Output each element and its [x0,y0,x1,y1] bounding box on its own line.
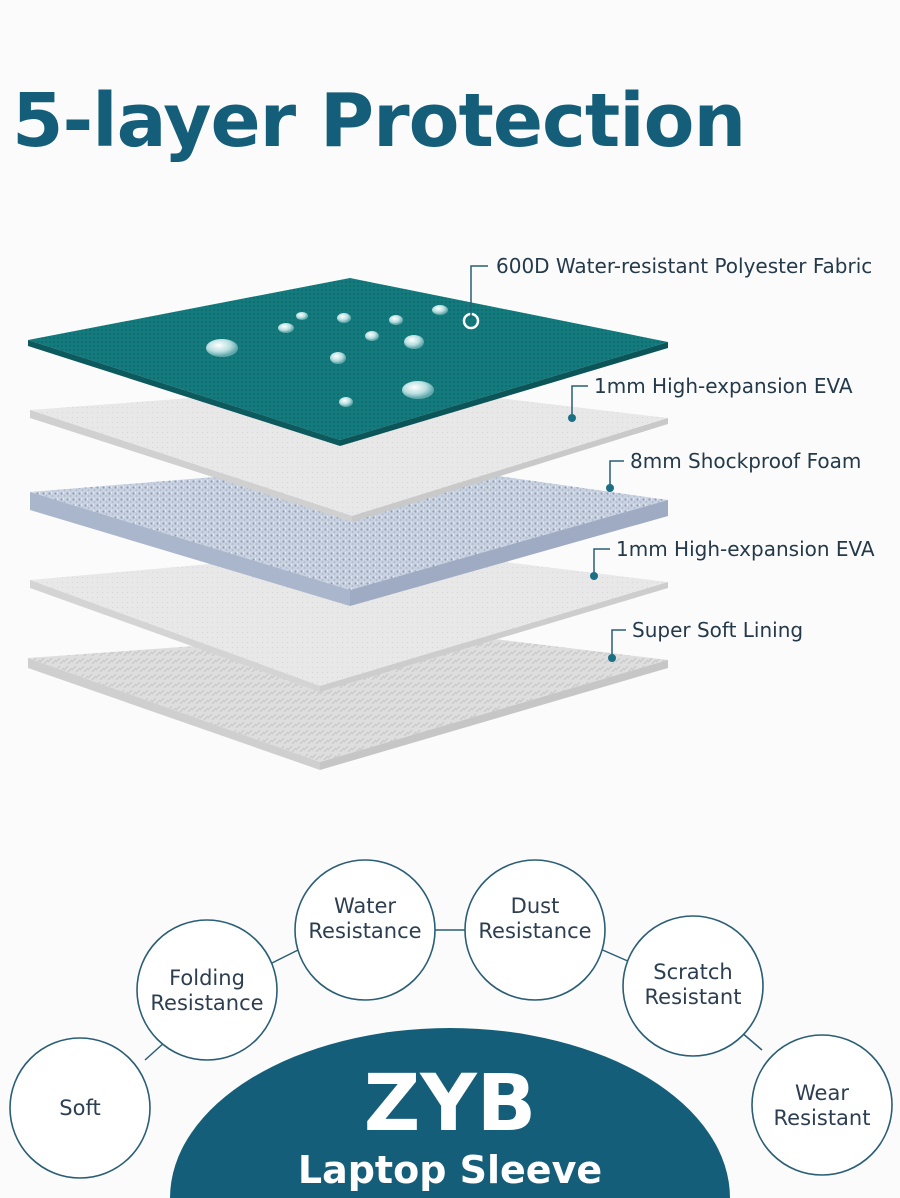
feature-folding-resistance: Folding Resistance [137,966,277,1016]
feature-wear-resistant: Wear Resistant [752,1081,892,1131]
layer-eva-top [30,384,668,522]
callout-lines [470,265,626,658]
brand-name: ZYB [363,1059,537,1149]
feature-soft: Soft [10,1096,150,1121]
page-title: 5-layer Protection [12,78,746,164]
callout-eva-bottom: 1mm High-expansion EVA [616,537,875,561]
layer-fabric [28,278,668,446]
feature-label-line2: Resistant [644,985,742,1009]
feature-label-line1: Soft [59,1096,101,1120]
feature-label-line1: Water [333,894,397,918]
brand-subtitle: Laptop Sleeve [297,1148,603,1192]
feature-label-line2: Resistance [478,919,592,943]
callout-foam: 8mm Shockproof Foam [630,449,862,473]
layer-lining [28,630,668,770]
callout-lining: Super Soft Lining [632,618,804,642]
brand-dome [170,1028,730,1198]
layer-eva-bottom [30,548,668,692]
callout-eva-top: 1mm High-expansion EVA [594,374,853,398]
feature-water-resistance: Water Resistance [295,894,435,944]
feature-label-line2: Resistance [150,991,264,1015]
water-drops [206,305,480,407]
feature-label-line2: Resistant [773,1106,871,1130]
callout-dots [568,414,616,662]
feature-label-line1: Folding [169,966,245,990]
feature-label-line1: Wear [795,1081,849,1105]
callout-fabric: 600D Water-resistant Polyester Fabric [496,254,873,278]
feature-dust-resistance: Dust Resistance [465,894,605,944]
feature-scratch-resistant: Scratch Resistant [623,960,763,1010]
feature-circles [9,859,893,1179]
feature-label-line1: Dust [510,894,560,918]
layer-foam [30,462,668,606]
feature-label-line2: Resistance [308,919,422,943]
feature-label-line1: Scratch [653,960,733,984]
